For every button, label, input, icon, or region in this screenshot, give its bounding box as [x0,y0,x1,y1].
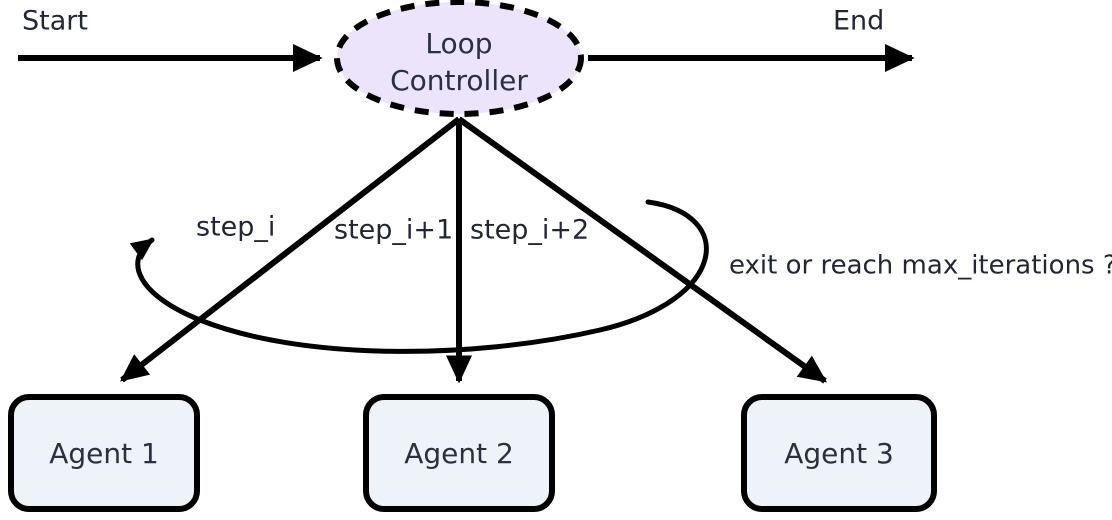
node-agent-2[interactable] [363,394,555,512]
node-agent-3[interactable] [741,394,937,512]
edge-label-step-i: step_i [196,212,275,243]
edge-feedback-loop [129,199,709,354]
agent-3-label: Agent 3 [784,437,894,470]
edge-controller-to-agent-3 [457,116,828,384]
start-label: Start [22,6,88,37]
loop-controller-label-line2: Controller [390,64,528,97]
agent-2-label: Agent 2 [404,437,514,470]
edge-label-step-i-plus-1: step_i+1 [334,215,453,246]
edge-label-step-i-plus-2: step_i+2 [470,215,589,246]
node-loop-controller[interactable] [334,0,584,117]
loop-controller-label-line1: Loop [425,27,492,60]
feedback-condition-label: exit or reach max_iterations ? [729,251,1112,281]
edge-controller-to-agent-1 [120,116,461,383]
end-label: End [833,6,884,37]
node-agent-1[interactable] [8,394,200,512]
agent-1-label: Agent 1 [49,437,159,470]
